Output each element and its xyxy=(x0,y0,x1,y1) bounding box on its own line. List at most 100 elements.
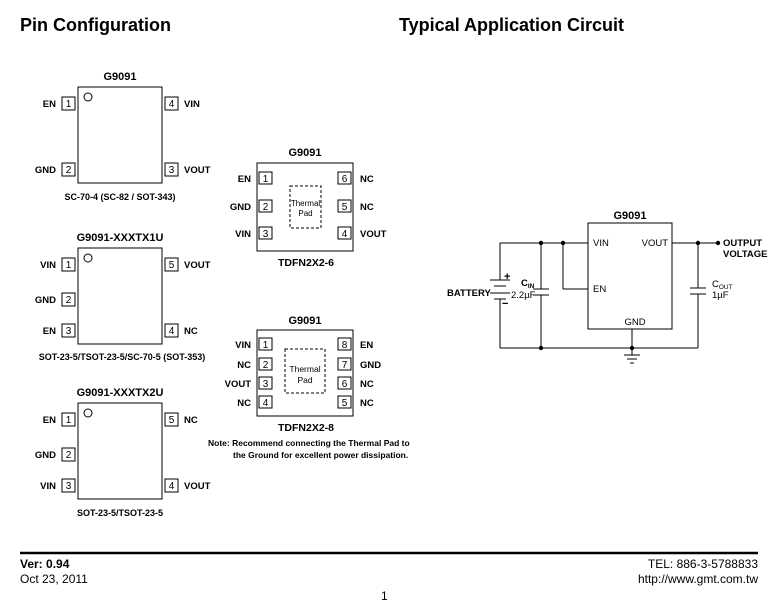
pkg5-pin-num: 5 xyxy=(342,398,348,409)
thermal-pad-note: the Ground for excellent power dissipati… xyxy=(233,450,408,460)
pkg5-pin-num: 4 xyxy=(263,398,269,409)
pkg1-pin-num: 4 xyxy=(169,99,175,110)
battery-label: BATTERY xyxy=(447,288,491,299)
pkg5-pin-name: NC xyxy=(360,379,374,390)
pkg4-thermal-pad-label: Pad xyxy=(298,209,312,218)
pkg2-pin-num: 2 xyxy=(66,295,72,306)
pkg5-pin-name: NC xyxy=(237,398,251,409)
pkg2-title: G9091-XXXTX1U xyxy=(77,232,164,244)
cin-value: 2.2µF xyxy=(511,290,536,301)
website-link[interactable]: http://www.gmt.com.tw xyxy=(637,572,758,586)
output-voltage-label: VOLTAGE xyxy=(723,249,768,260)
circuit-vin-label: VIN xyxy=(593,238,609,249)
pkg3-pin-name: NC xyxy=(184,415,198,426)
pkg3-pin-num: 5 xyxy=(169,415,175,426)
circuit-chip-title: G9091 xyxy=(613,210,646,222)
pkg5-title: G9091 xyxy=(288,315,321,327)
pkg3-pin-num: 4 xyxy=(169,481,175,492)
application-circuit xyxy=(490,222,718,364)
pkg3-caption: SOT-23-5/TSOT-23-5 xyxy=(77,508,163,518)
typical-application-heading: Typical Application Circuit xyxy=(399,15,624,35)
package-sc70-4 xyxy=(61,86,179,184)
package-sot23-5-tx2u xyxy=(61,402,179,500)
pkg4-pin-name: EN xyxy=(238,174,251,185)
circuit-en-label: EN xyxy=(593,284,606,295)
pkg3-pin-name: VIN xyxy=(40,481,56,492)
pkg2-pin-name: EN xyxy=(43,326,56,337)
pkg4-pin-name: NC xyxy=(360,202,374,213)
pkg2-pin-name: GND xyxy=(35,295,56,306)
pkg5-pin-num: 1 xyxy=(263,340,269,351)
pkg4-pin-num: 2 xyxy=(263,202,269,213)
pkg4-pin-name: VOUT xyxy=(360,229,387,240)
release-date: Oct 23, 2011 xyxy=(20,572,88,586)
pkg2-pin-num: 5 xyxy=(169,260,175,271)
pkg4-pin-num: 4 xyxy=(342,229,348,240)
cout-value: 1µF xyxy=(712,290,729,301)
pkg5-pin-name: EN xyxy=(360,340,373,351)
pkg4-pin-num: 5 xyxy=(342,202,348,213)
pkg3-pin-name: GND xyxy=(35,450,56,461)
cout-label-main: C xyxy=(712,279,719,290)
battery-minus-sign: − xyxy=(502,298,508,310)
pkg1-title: G9091 xyxy=(103,71,136,83)
pkg4-pin-num: 3 xyxy=(263,229,269,240)
pkg4-pin-num: 6 xyxy=(342,174,348,185)
pkg5-pin-name: GND xyxy=(360,360,381,371)
pkg1-pin-name: VIN xyxy=(184,99,200,110)
output-voltage-label: OUTPUT xyxy=(723,238,762,249)
pkg4-pin-num: 1 xyxy=(263,174,269,185)
pkg5-thermal-pad-label: Pad xyxy=(297,375,312,385)
pkg2-pin-num: 4 xyxy=(169,326,175,337)
pkg5-thermal-pad-label: Thermal xyxy=(289,364,320,374)
pkg1-caption: SC-70-4 (SC-82 / SOT-343) xyxy=(64,192,175,202)
battery-plus-sign: + xyxy=(504,271,510,283)
pkg1-pin-name: GND xyxy=(35,165,56,176)
circuit-vout-label: VOUT xyxy=(642,238,669,249)
pkg1-pin-name: EN xyxy=(43,99,56,110)
pkg5-pin-name: NC xyxy=(237,360,251,371)
pkg2-caption: SOT-23-5/TSOT-23-5/SC-70-5 (SOT-353) xyxy=(39,352,206,362)
pkg1-pin-num: 3 xyxy=(169,165,175,176)
pkg3-title: G9091-XXXTX2U xyxy=(77,387,164,399)
cout-label: COUT xyxy=(712,279,733,291)
pkg4-caption: TDFN2X2-6 xyxy=(278,257,334,269)
pkg3-pin-num: 3 xyxy=(66,481,72,492)
pkg3-pin-num: 2 xyxy=(66,450,72,461)
pkg1-pin-name: VOUT xyxy=(184,165,211,176)
pkg5-pin-num: 2 xyxy=(263,360,269,371)
pkg4-pin-name: VIN xyxy=(235,229,251,240)
circuit-junctions xyxy=(538,240,721,351)
pkg2-pin-num: 3 xyxy=(66,326,72,337)
pkg5-pin-num: 3 xyxy=(263,379,269,390)
pkg4-title: G9091 xyxy=(288,147,321,159)
pkg5-pin-num: 6 xyxy=(342,379,348,390)
pkg4-pin-name: GND xyxy=(230,202,251,213)
pkg2-pin-name: NC xyxy=(184,326,198,337)
pkg5-pin-name: VIN xyxy=(235,340,251,351)
pkg4-pin-name: NC xyxy=(360,174,374,185)
pkg2-pin-num: 1 xyxy=(66,260,72,271)
pkg1-pin-num: 2 xyxy=(66,165,72,176)
version-label: Ver: 0.94 xyxy=(20,557,70,571)
pkg5-pin-name: NC xyxy=(360,398,374,409)
package-sot23-5-tx1u xyxy=(61,247,179,345)
cin-label-main: C xyxy=(521,278,528,289)
pkg2-pin-name: VIN xyxy=(40,260,56,271)
telephone: TEL: 886-3-5788833 xyxy=(647,557,758,571)
pkg5-pin-num: 7 xyxy=(342,360,348,371)
pkg3-pin-name: EN xyxy=(43,415,56,426)
pkg2-pin-name: VOUT xyxy=(184,260,211,271)
page-number: 1 xyxy=(381,589,388,603)
cin-label-sub: IN xyxy=(528,283,535,290)
thermal-pad-note: Note: Recommend connecting the Thermal P… xyxy=(208,438,410,448)
pin-configuration-heading: Pin Configuration xyxy=(20,15,171,35)
pkg5-caption: TDFN2X2-8 xyxy=(278,422,334,434)
package-tdfn2x2-6 xyxy=(256,162,354,252)
circuit-gnd-label: GND xyxy=(624,317,645,328)
cout-label-sub: OUT xyxy=(719,284,733,291)
pkg4-thermal-pad-label: Thermal xyxy=(291,199,321,208)
package-tdfn2x2-8 xyxy=(256,329,354,417)
pkg3-pin-name: VOUT xyxy=(184,481,211,492)
